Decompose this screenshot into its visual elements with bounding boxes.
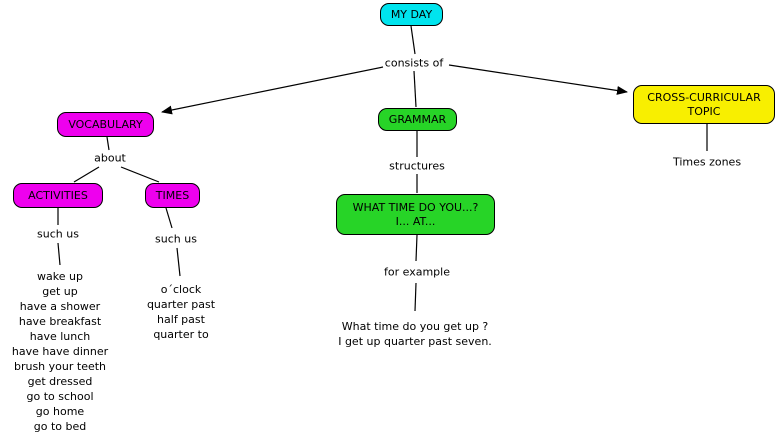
node-my-day[interactable]: MY DAY bbox=[380, 3, 443, 26]
example-text: What time do you get up ? I get up quart… bbox=[338, 319, 492, 349]
times-item: quarter to bbox=[153, 328, 209, 341]
activities-item: get dressed bbox=[27, 375, 93, 388]
times-list: o´clock quarter past half past quarter t… bbox=[147, 282, 215, 342]
connector-such-us-activities: such us bbox=[37, 227, 79, 241]
node-grammar[interactable]: GRAMMAR bbox=[378, 108, 457, 131]
node-grammar-label: GRAMMAR bbox=[388, 112, 447, 126]
connector-for-example: for example bbox=[384, 265, 450, 279]
activities-item: have a shower bbox=[19, 300, 101, 313]
cross-topic-text: Times zones bbox=[672, 155, 742, 169]
connector-consists-of: consists of bbox=[384, 56, 444, 70]
activities-item: get up bbox=[42, 285, 78, 298]
node-times[interactable]: TIMES bbox=[145, 183, 200, 208]
activities-item: have lunch bbox=[29, 330, 91, 343]
node-cross-curricular-line1: CROSS-CURRICULAR bbox=[647, 90, 761, 104]
node-structure-line2: I... AT... bbox=[395, 214, 436, 228]
connector-structures: structures bbox=[389, 159, 445, 173]
node-structure-line1: WHAT TIME DO YOU...? bbox=[352, 200, 479, 214]
activities-list: wake up get up have a shower have breakf… bbox=[12, 269, 108, 434]
node-activities[interactable]: ACTIVITIES bbox=[13, 183, 103, 208]
times-item: quarter past bbox=[146, 298, 216, 311]
activities-item: have breakfast bbox=[18, 315, 102, 328]
connector-such-us-times: such us bbox=[155, 232, 197, 246]
node-cross-curricular-line2: TOPIC bbox=[687, 104, 721, 118]
times-item: o´clock bbox=[160, 283, 202, 296]
node-times-label: TIMES bbox=[155, 188, 190, 202]
node-my-day-label: MY DAY bbox=[390, 7, 433, 21]
example-line: I get up quarter past seven. bbox=[338, 335, 492, 348]
activities-item: go to bed bbox=[33, 420, 87, 433]
node-vocabulary[interactable]: VOCABULARY bbox=[57, 112, 154, 137]
activities-item: brush your teeth bbox=[13, 360, 107, 373]
times-item: half past bbox=[157, 313, 205, 326]
activities-item: go to school bbox=[26, 390, 94, 403]
node-vocabulary-label: VOCABULARY bbox=[68, 117, 143, 131]
node-structure[interactable]: WHAT TIME DO YOU...? I... AT... bbox=[336, 194, 495, 235]
node-activities-label: ACTIVITIES bbox=[28, 188, 88, 202]
connector-about: about bbox=[94, 151, 126, 165]
activities-item: have have dinner bbox=[11, 345, 109, 358]
activities-item: wake up bbox=[37, 270, 83, 283]
activities-item: go home bbox=[35, 405, 85, 418]
node-cross-curricular[interactable]: CROSS-CURRICULAR TOPIC bbox=[633, 85, 775, 124]
example-line: What time do you get up ? bbox=[341, 320, 489, 333]
